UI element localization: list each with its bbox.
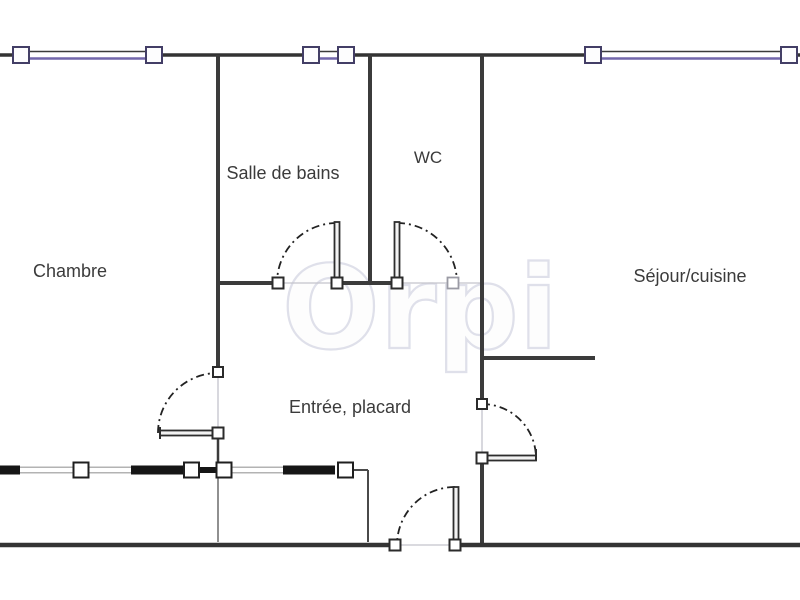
walls [0, 53, 800, 548]
window-post [72, 461, 90, 479]
door-swing-arc [157, 372, 219, 434]
door-hinge [475, 451, 489, 465]
wall-end-cap [446, 276, 460, 290]
wall-end-cap [388, 538, 402, 552]
wall-pier [283, 465, 335, 475]
room-label-wc: WC [414, 148, 442, 167]
window-chambre [12, 46, 163, 64]
window-sejour [584, 46, 798, 64]
door-leaf [159, 429, 219, 437]
window-bathroom [302, 46, 355, 64]
room-label-sejour-cuisine: Séjour/cuisine [633, 266, 746, 286]
wall-end-cap [476, 398, 488, 410]
door-leaf [333, 221, 341, 282]
wall-end-cap [212, 366, 224, 378]
window-post [12, 46, 30, 64]
wall-pier-connector [199, 467, 217, 473]
room-labels: Chambre Salle de bains WC Séjour/cuisine… [33, 148, 747, 417]
door-entrance [388, 486, 462, 552]
orpi-watermark: Orpi [282, 242, 558, 376]
window-post [337, 461, 354, 479]
window-post [302, 46, 320, 64]
door-leaf [483, 454, 537, 462]
room-label-entree-placard: Entrée, placard [289, 397, 411, 417]
wall-pier [131, 465, 183, 475]
door-swing-arc [481, 403, 537, 459]
door-sejour [475, 398, 537, 465]
window-post [780, 46, 798, 64]
door-leaf [452, 486, 460, 544]
wall-end-cap [271, 276, 285, 290]
door-hinge [390, 276, 404, 290]
door-hinge [211, 426, 225, 440]
door-leaf [393, 221, 401, 282]
door-swing-arc [396, 486, 456, 546]
door-hinge [330, 276, 344, 290]
wall-pier [0, 465, 20, 475]
window-post [145, 46, 163, 64]
door-chambre [157, 366, 225, 440]
door-hinge [448, 538, 462, 552]
room-label-chambre: Chambre [33, 261, 107, 281]
room-label-salle-de-bains: Salle de bains [226, 163, 339, 183]
doors [157, 221, 537, 552]
door-salle-de-bains [271, 221, 344, 290]
windows-top [12, 46, 798, 64]
window-post [183, 461, 200, 479]
window-post [337, 46, 355, 64]
door-wc [390, 221, 460, 290]
window-post [584, 46, 602, 64]
balcony-window-row [0, 461, 368, 479]
window-post [215, 461, 233, 479]
